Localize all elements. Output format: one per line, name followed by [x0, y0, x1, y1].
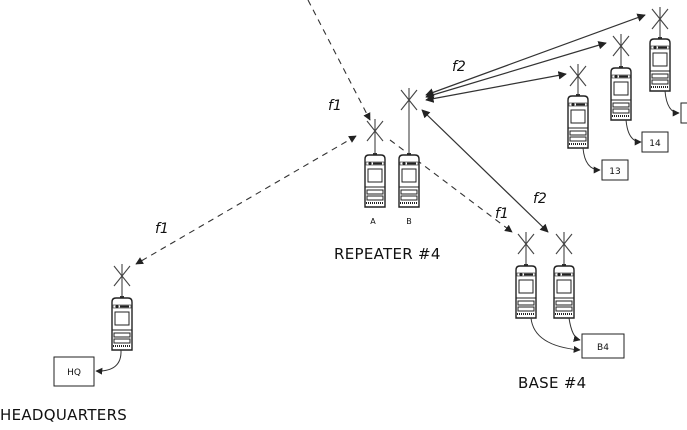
freq-label-f2-right: f2 [533, 191, 547, 207]
remote-15-radio-icon [649, 36, 671, 92]
caption-base: BASE #4 [518, 374, 587, 392]
device-box-14-label: 14 [649, 139, 661, 149]
device-box-hq-label: HQ [67, 368, 81, 378]
freq-label-f1-right: f1 [495, 206, 509, 222]
remote-13-radio-icon [567, 93, 589, 149]
base-radio-a-icon [515, 263, 537, 319]
hq-radio-icon [111, 295, 133, 351]
link-f2-remote-3 [425, 71, 567, 103]
radio-letter-b: B [406, 217, 412, 226]
remote-14-antenna-icon [612, 33, 630, 59]
remote-15-antenna-icon [651, 6, 669, 32]
caption-headquarters: HEADQUARTERS [0, 406, 127, 424]
device-box-14 [641, 131, 669, 153]
base-antenna-a-icon [517, 231, 535, 257]
device-box-13 [601, 159, 629, 181]
caption-repeater: REPEATER #4 [334, 245, 441, 263]
freq-label-f1-left: f1 [155, 221, 169, 237]
device-box-15 [680, 102, 687, 124]
link-f2-base [421, 109, 549, 233]
hq-antenna-icon [113, 263, 131, 289]
radio-letter-a: A [370, 217, 376, 226]
remote-station-15 [649, 6, 687, 124]
device-box-hq [53, 356, 95, 387]
link-f1-headquarters [135, 135, 357, 265]
device-box-b4 [581, 333, 625, 359]
remote-13-antenna-icon [569, 63, 587, 89]
freq-label-f2-top: f2 [452, 59, 466, 75]
headquarters-station: HQ [53, 263, 133, 387]
repeater-antenna-a-icon [366, 118, 384, 144]
remote-14-radio-icon [610, 65, 632, 121]
link-f1-incoming [307, 0, 371, 121]
remote-station-13: 13 [567, 63, 629, 181]
base-radio-b-icon [553, 263, 575, 319]
repeater-antenna-b-icon [400, 87, 418, 113]
base-station: B4 [515, 231, 625, 359]
device-box-13-label: 13 [609, 167, 620, 177]
base-antenna-b-icon [555, 231, 573, 257]
repeater-radio-a-icon [364, 152, 386, 208]
repeater-station: A B [364, 87, 420, 226]
device-box-b4-label: B4 [597, 343, 609, 353]
repeater-radio-b-icon [398, 152, 420, 208]
freq-label-f1-top: f1 [328, 98, 342, 114]
remote-station-14: 14 [610, 33, 669, 153]
